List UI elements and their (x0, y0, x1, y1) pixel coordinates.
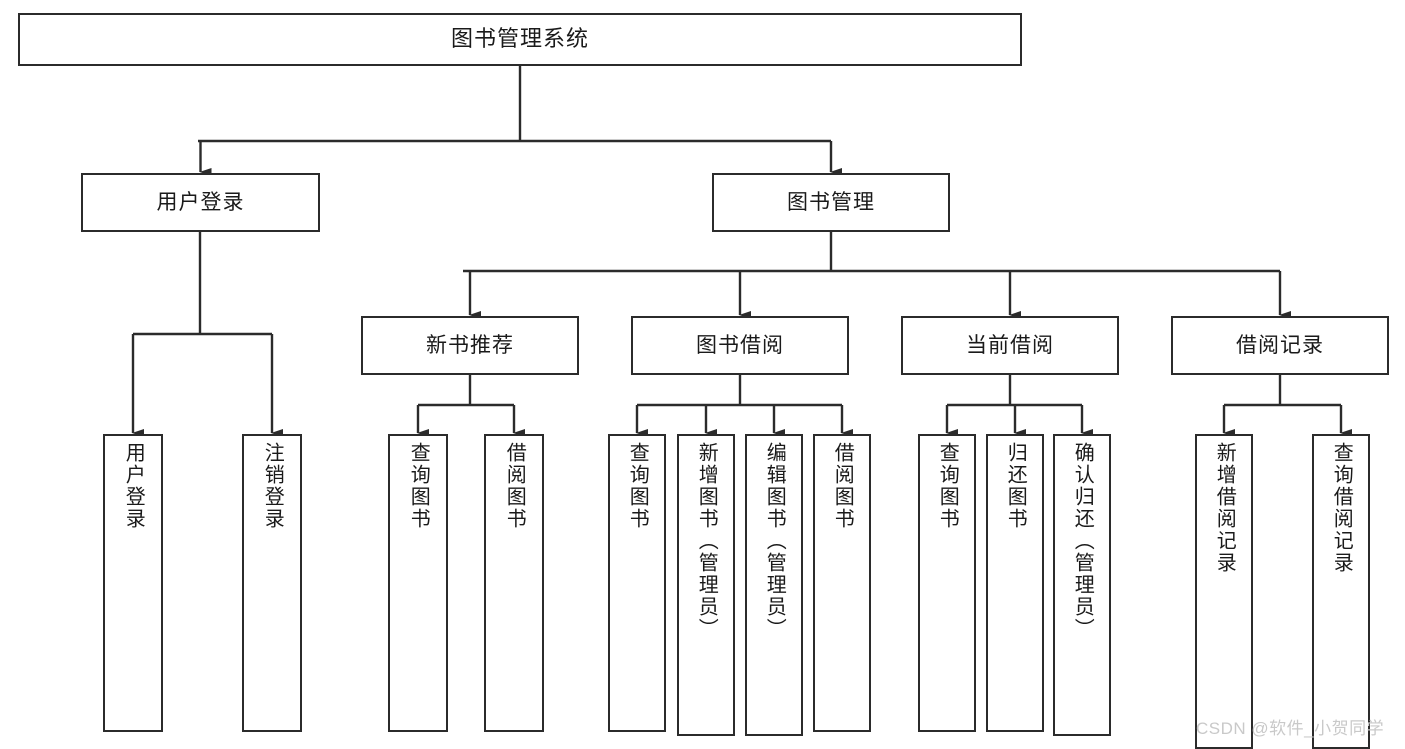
node-label: 当前借阅 (966, 333, 1054, 357)
node-leaf-confirm-return[interactable]: 确认归还（管理员） (1053, 434, 1111, 736)
node-label: 注销登录 (261, 442, 284, 530)
node-label: 查询借阅记录 (1330, 442, 1353, 574)
node-leaf-add-book[interactable]: 新增图书（管理员） (677, 434, 735, 736)
watermark-label: CSDN @软件_小贺同学 (1196, 719, 1385, 738)
node-leaf-borrow-book-2[interactable]: 借阅图书 (813, 434, 871, 732)
node-label: 归还图书 (1004, 442, 1027, 530)
node-label: 确认归还（管理员） (1071, 442, 1094, 640)
node-leaf-query-book-1[interactable]: 查询图书 (388, 434, 448, 732)
node-new-book-rec[interactable]: 新书推荐 (361, 316, 579, 375)
node-leaf-user-login[interactable]: 用户登录 (103, 434, 163, 732)
node-label: 查询图书 (626, 442, 649, 530)
node-leaf-return-book[interactable]: 归还图书 (986, 434, 1044, 732)
node-label: 借阅记录 (1236, 333, 1324, 357)
node-root[interactable]: 图书管理系统 (18, 13, 1022, 66)
node-leaf-query-book-2[interactable]: 查询图书 (608, 434, 666, 732)
node-label: 借阅图书 (831, 442, 854, 530)
node-label: 查询图书 (936, 442, 959, 530)
node-label: 借阅图书 (503, 442, 526, 530)
node-label: 新书推荐 (426, 333, 514, 357)
node-leaf-borrow-book-1[interactable]: 借阅图书 (484, 434, 544, 732)
node-leaf-logout[interactable]: 注销登录 (242, 434, 302, 732)
node-leaf-query-record[interactable]: 查询借阅记录 (1312, 434, 1370, 749)
node-user-login[interactable]: 用户登录 (81, 173, 320, 232)
node-label: 用户登录 (156, 190, 245, 214)
node-label: 图书管理系统 (450, 26, 589, 52)
node-book-borrow[interactable]: 图书借阅 (631, 316, 849, 375)
node-label: 新增借阅记录 (1213, 442, 1236, 574)
node-borrow-record[interactable]: 借阅记录 (1171, 316, 1389, 375)
node-label: 查询图书 (407, 442, 430, 530)
node-label: 图书借阅 (696, 333, 784, 357)
node-label: 编辑图书（管理员） (763, 442, 786, 640)
node-leaf-add-record[interactable]: 新增借阅记录 (1195, 434, 1253, 749)
node-current-borrow[interactable]: 当前借阅 (901, 316, 1119, 375)
node-label: 图书管理 (787, 190, 875, 214)
node-label: 新增图书（管理员） (695, 442, 718, 640)
node-leaf-query-book-3[interactable]: 查询图书 (918, 434, 976, 732)
node-leaf-edit-book[interactable]: 编辑图书（管理员） (745, 434, 803, 736)
node-book-manage[interactable]: 图书管理 (712, 173, 950, 232)
node-label: 用户登录 (122, 442, 145, 530)
